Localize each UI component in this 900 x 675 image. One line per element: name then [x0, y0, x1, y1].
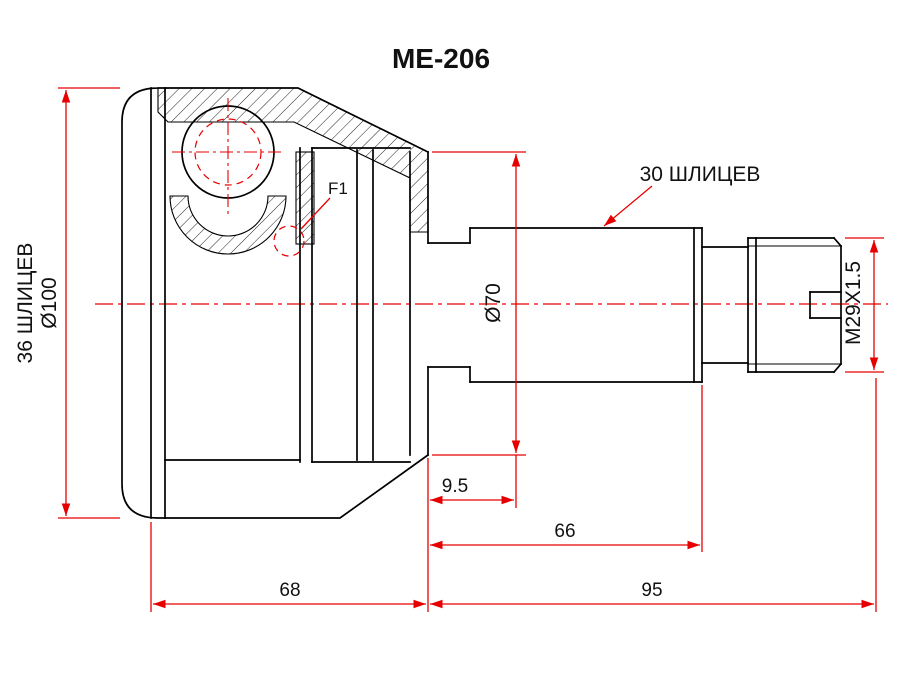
neck-length-label: 9.5 [442, 476, 468, 497]
f1-target-circle [273, 225, 305, 257]
left-splines-label: 36 ШЛИЦЕВ [14, 243, 37, 364]
thread-chamfer-top [832, 236, 843, 248]
dimension-m29: M29X1.5 [842, 237, 884, 373]
dimension-9-5: 9.5 [427, 458, 514, 612]
shaft [427, 227, 749, 383]
cv-joint-housing [121, 87, 430, 519]
shaft-length-label: 66 [554, 521, 575, 542]
dimension-left: 36 ШЛИЦЕВ Ø100 [14, 87, 120, 519]
shaft-splines-label: 30 ШЛИЦЕВ [640, 163, 761, 186]
drawing-title: ME-206 [392, 43, 490, 74]
dimension-d70: Ø70 [432, 151, 526, 508]
stem-length-label: 95 [641, 580, 662, 601]
dimension-68: 68 [150, 522, 426, 612]
f1-callout: F1 [273, 179, 348, 257]
thread-chamfer-bottom [832, 362, 843, 374]
dimension-66: 66 [430, 385, 703, 552]
dimension-95: 95 [430, 378, 877, 612]
inner-race-hatch [169, 195, 287, 255]
f1-label: F1 [328, 179, 348, 198]
thread-spec-label: M29X1.5 [842, 261, 865, 345]
left-diameter-label: Ø100 [38, 277, 61, 328]
flange-diameter-label: Ø70 [482, 283, 505, 323]
f1-leader-line [300, 197, 331, 230]
ball-bearing [172, 98, 284, 214]
thread-stub [747, 236, 843, 374]
spline-leader-line [603, 185, 653, 227]
spline-callout: 30 ШЛИЦЕВ [603, 163, 761, 227]
housing-section-hatch [157, 87, 429, 233]
housing-length-label: 68 [279, 580, 300, 601]
